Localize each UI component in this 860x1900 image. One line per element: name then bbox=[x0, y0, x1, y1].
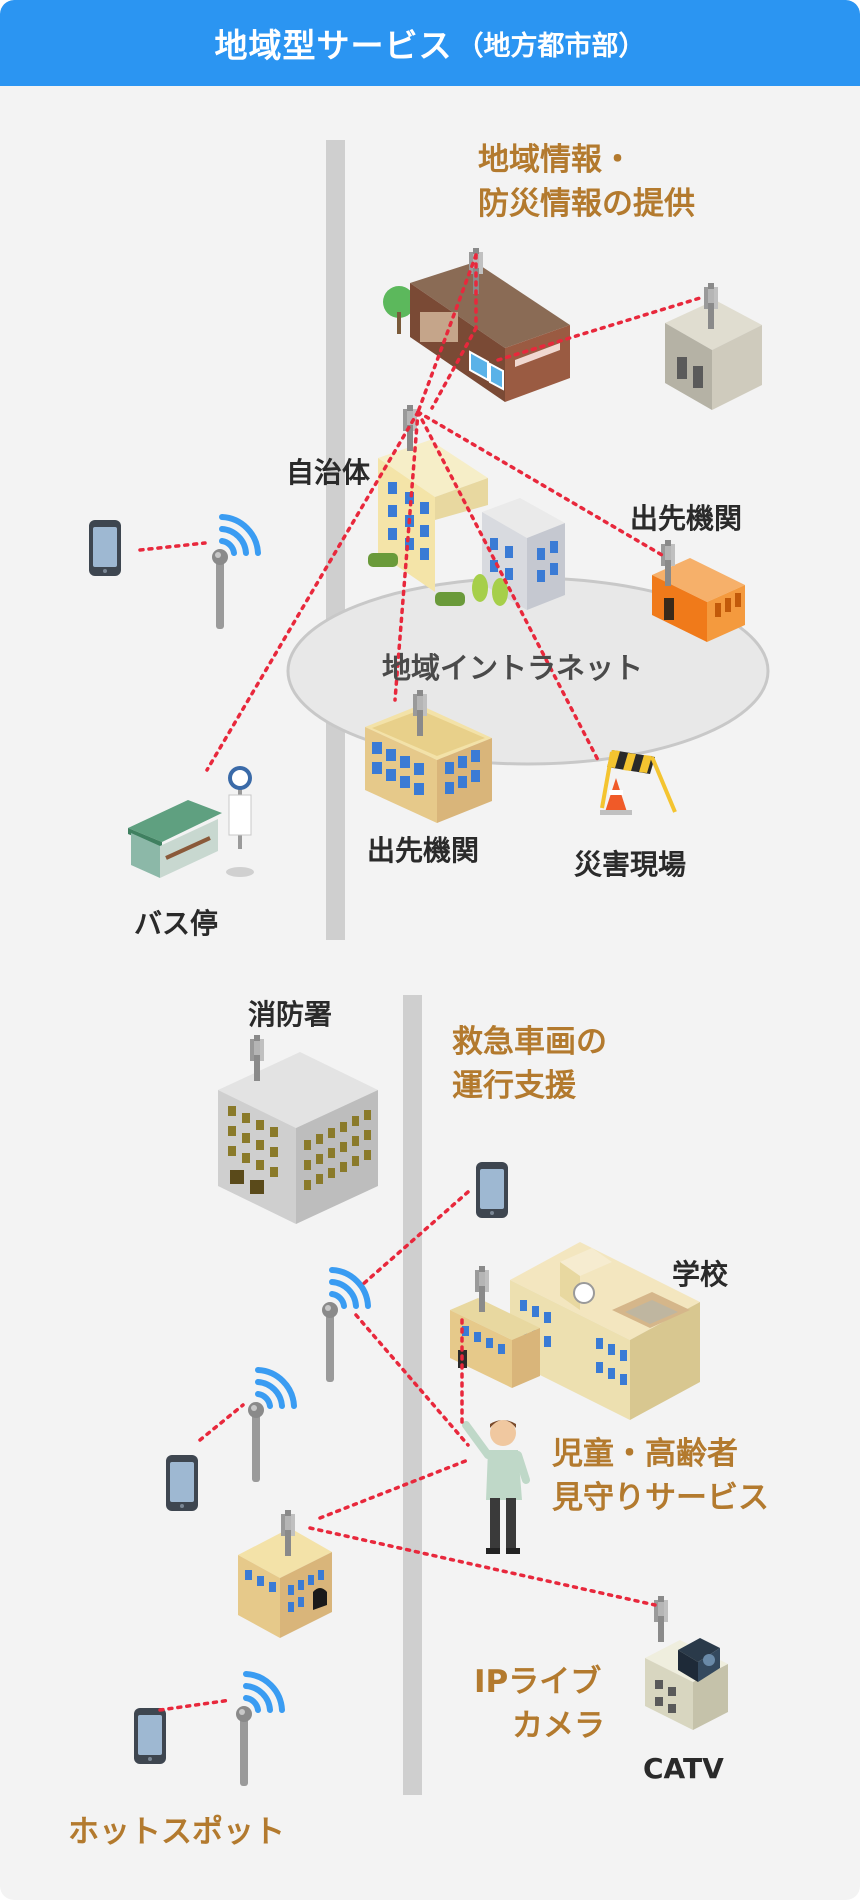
service-watch-line1: 児童・高齢者 bbox=[552, 1436, 738, 1472]
service-watch-label: 児童・高齢者 見守りサービス bbox=[552, 1432, 769, 1520]
smartphone-icon bbox=[89, 520, 121, 576]
network-links-upper bbox=[138, 253, 702, 772]
wifi-icon bbox=[236, 1674, 282, 1786]
antenna-icon bbox=[654, 1596, 668, 1642]
branch-office-label-2: 出先機関 bbox=[367, 834, 480, 867]
bus-stop-icon bbox=[128, 766, 254, 878]
disaster-site bbox=[600, 750, 677, 813]
fire-station-label: 消防署 bbox=[248, 998, 333, 1031]
traffic-cone-icon bbox=[600, 778, 632, 815]
service-watch-line2: 見守りサービス bbox=[552, 1480, 769, 1516]
service-ambulance-label: 救急車画の 運行支援 bbox=[452, 1020, 607, 1108]
disaster-site-label: 災害現場 bbox=[574, 848, 687, 881]
road-upper bbox=[326, 140, 345, 940]
header-subtitle: （地方都市部） bbox=[456, 30, 646, 62]
road-lower bbox=[403, 995, 422, 1795]
branch-office-label-1: 出先機関 bbox=[630, 502, 743, 535]
branch-office-building bbox=[652, 558, 745, 642]
service-ip-camera-label: IPライブ カメラ bbox=[474, 1660, 605, 1748]
service-ambulance-line1: 救急車画の bbox=[452, 1024, 607, 1060]
service-ambulance-line2: 運行支援 bbox=[452, 1068, 576, 1104]
catv-label: CATV bbox=[643, 1752, 724, 1785]
intranet-label: 地域イントラネット bbox=[382, 651, 644, 685]
smartphone-icon bbox=[166, 1455, 198, 1511]
smartphone-icon bbox=[134, 1708, 166, 1764]
camera-icon bbox=[678, 1638, 720, 1682]
header-bar: 地域型サービス （地方都市部） bbox=[0, 0, 860, 86]
school-building bbox=[450, 1242, 700, 1420]
service-regional-info-line1: 地域情報・ bbox=[478, 142, 633, 178]
header-title: 地域型サービス bbox=[214, 26, 453, 65]
school-label: 学校 bbox=[672, 1258, 729, 1291]
service-regional-info-line2: 防災情報の提供 bbox=[478, 186, 695, 222]
info-center-building bbox=[383, 262, 570, 402]
service-ip-camera-line2: カメラ bbox=[512, 1708, 605, 1744]
wifi-icon bbox=[322, 1270, 368, 1382]
branch-office-building bbox=[365, 705, 492, 823]
municipality-label: 自治体 bbox=[286, 456, 371, 489]
service-hotspot-label: ホットスポット bbox=[68, 1814, 285, 1850]
fire-station-building bbox=[218, 1052, 378, 1224]
service-regional-info-label: 地域情報・ 防災情報の提供 bbox=[478, 138, 695, 226]
wifi-icon bbox=[212, 517, 258, 629]
small-building bbox=[238, 1528, 332, 1638]
smartphone-icon bbox=[476, 1162, 508, 1218]
person-icon bbox=[462, 1420, 530, 1554]
bus-stop-label: バス停 bbox=[134, 907, 219, 940]
wifi-icon bbox=[248, 1370, 294, 1482]
service-ip-camera-line1: IPライブ bbox=[474, 1664, 602, 1700]
municipality-building bbox=[368, 440, 565, 610]
network-links-lower bbox=[158, 1190, 657, 1712]
